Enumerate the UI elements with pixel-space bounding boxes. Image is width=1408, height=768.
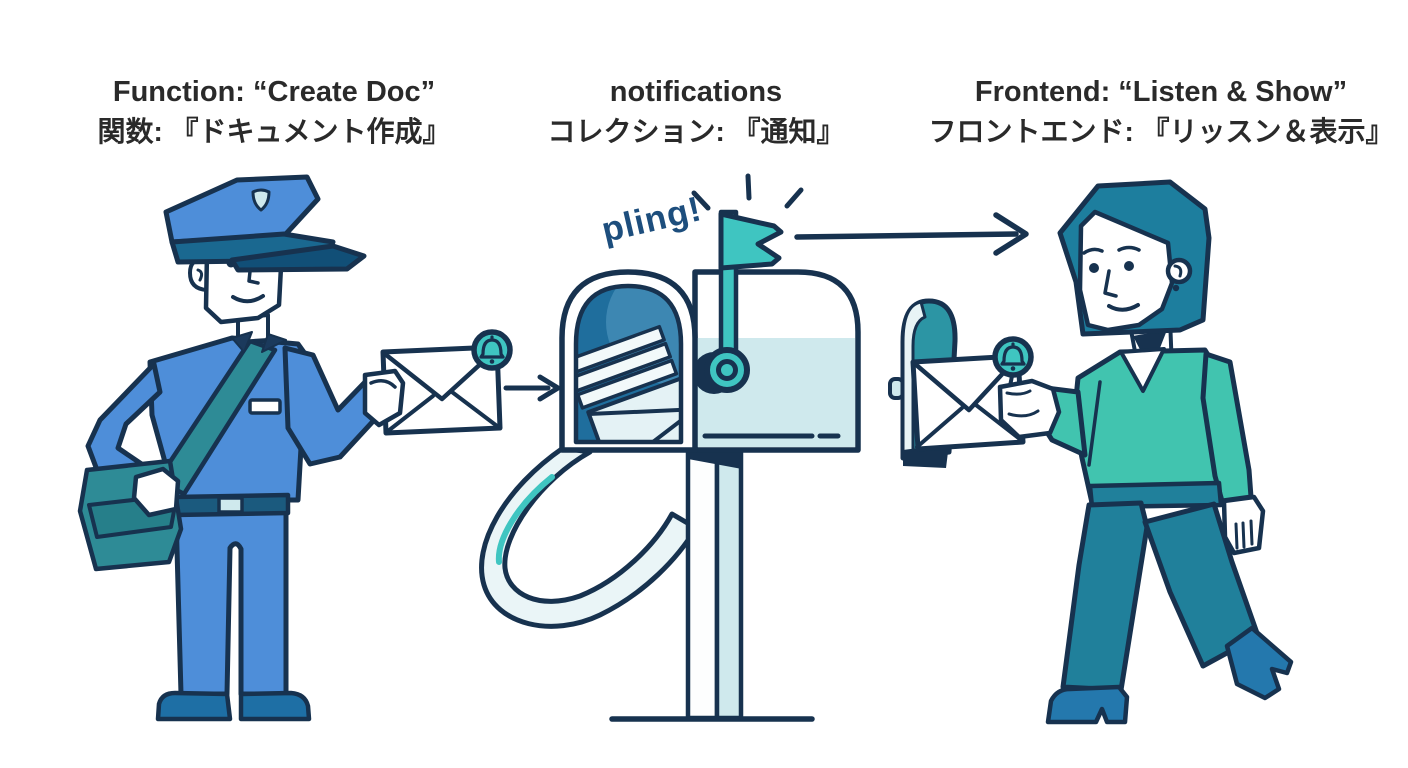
postman-cap-visor bbox=[229, 243, 367, 273]
postman-hand bbox=[362, 368, 406, 428]
woman-ear bbox=[1165, 257, 1193, 285]
postman-belt-buckle bbox=[217, 496, 244, 514]
flag-pivot-center bbox=[716, 359, 738, 381]
label-frontend-ja: フロントエンド: 『リッスン＆表示』 bbox=[928, 116, 1394, 147]
mailbox-post-front bbox=[685, 447, 720, 721]
recipient-character bbox=[997, 179, 1294, 725]
woman-hand-right-fingers bbox=[1005, 389, 1040, 418]
woman-vneck bbox=[1119, 347, 1166, 393]
postman-collar bbox=[231, 331, 287, 353]
bell-clapper bbox=[1010, 366, 1016, 371]
postman-chest-badge bbox=[248, 398, 282, 415]
label-frontend: Frontend: “Listen & Show” フロントエンド: 『リッスン… bbox=[917, 72, 1405, 152]
postman-cap-top bbox=[163, 174, 321, 245]
postman-character bbox=[77, 174, 392, 722]
mailbox-door-teal-edge bbox=[495, 474, 555, 565]
bell-clapper bbox=[489, 359, 495, 364]
mailbox-interior-outline bbox=[573, 283, 684, 445]
mailbox-post-side bbox=[714, 447, 744, 721]
bell-badge-icon bbox=[471, 329, 513, 371]
label-function: Function: “Create Doc” 関数: 『ドキュメント作成』 bbox=[30, 72, 518, 152]
woman-hand-right bbox=[997, 378, 1062, 440]
postman-hand-thumb bbox=[369, 379, 397, 389]
woman-earring bbox=[1172, 284, 1180, 292]
woman-leg-left bbox=[1060, 500, 1150, 693]
mailbox-with-flag-icon bbox=[479, 173, 861, 722]
label-notifications-ja: コレクション: 『通知』 bbox=[547, 116, 845, 147]
woman-eye-left bbox=[1089, 263, 1099, 273]
woman-inner-ear bbox=[1173, 264, 1183, 278]
woman-chest-seam bbox=[1087, 380, 1102, 467]
label-frontend-en: Frontend: “Listen & Show” bbox=[974, 76, 1348, 108]
arrow-right-icon-main bbox=[794, 212, 1029, 256]
flag-icon bbox=[718, 211, 784, 271]
label-notifications-en: notifications bbox=[609, 76, 783, 108]
postman-inner-ear bbox=[196, 268, 204, 282]
burst-lines bbox=[691, 173, 804, 211]
postman-fist bbox=[131, 466, 181, 518]
woman-boot-right bbox=[1224, 625, 1294, 701]
postman-smile bbox=[231, 294, 265, 304]
postman-shoe-left bbox=[155, 690, 233, 722]
door-light-strip bbox=[901, 300, 927, 460]
label-notifications: notifications コレクション: 『通知』 bbox=[452, 72, 940, 152]
woman-face bbox=[1077, 209, 1175, 333]
envelope-fold-lines bbox=[386, 390, 499, 433]
woman-eye-right bbox=[1124, 261, 1134, 271]
arrow-right-icon-small bbox=[503, 374, 561, 402]
woman-brows bbox=[1082, 245, 1141, 255]
woman-hand-left-fingers bbox=[1234, 519, 1254, 550]
mailbox-open-door bbox=[479, 445, 699, 629]
mailbox-post-shadow bbox=[688, 450, 742, 469]
postman-shoe-right bbox=[238, 690, 312, 722]
woman-nose bbox=[1103, 269, 1118, 298]
postman-cap-shield-icon bbox=[251, 188, 271, 212]
woman-smile bbox=[1107, 303, 1140, 312]
postman-pants bbox=[173, 509, 289, 697]
bell-icon bbox=[479, 335, 505, 359]
envelope-with-bell-badge-left bbox=[362, 329, 513, 436]
bell-icon bbox=[1000, 342, 1026, 366]
label-function-ja: 関数: 『ドキュメント作成』 bbox=[97, 116, 451, 147]
label-function-en: Function: “Create Doc” bbox=[112, 76, 436, 108]
woman-boot-left bbox=[1045, 684, 1130, 725]
woman-waistband bbox=[1087, 480, 1224, 510]
envelope-flap-lines bbox=[911, 354, 1021, 413]
bell-badge-icon bbox=[992, 336, 1034, 378]
